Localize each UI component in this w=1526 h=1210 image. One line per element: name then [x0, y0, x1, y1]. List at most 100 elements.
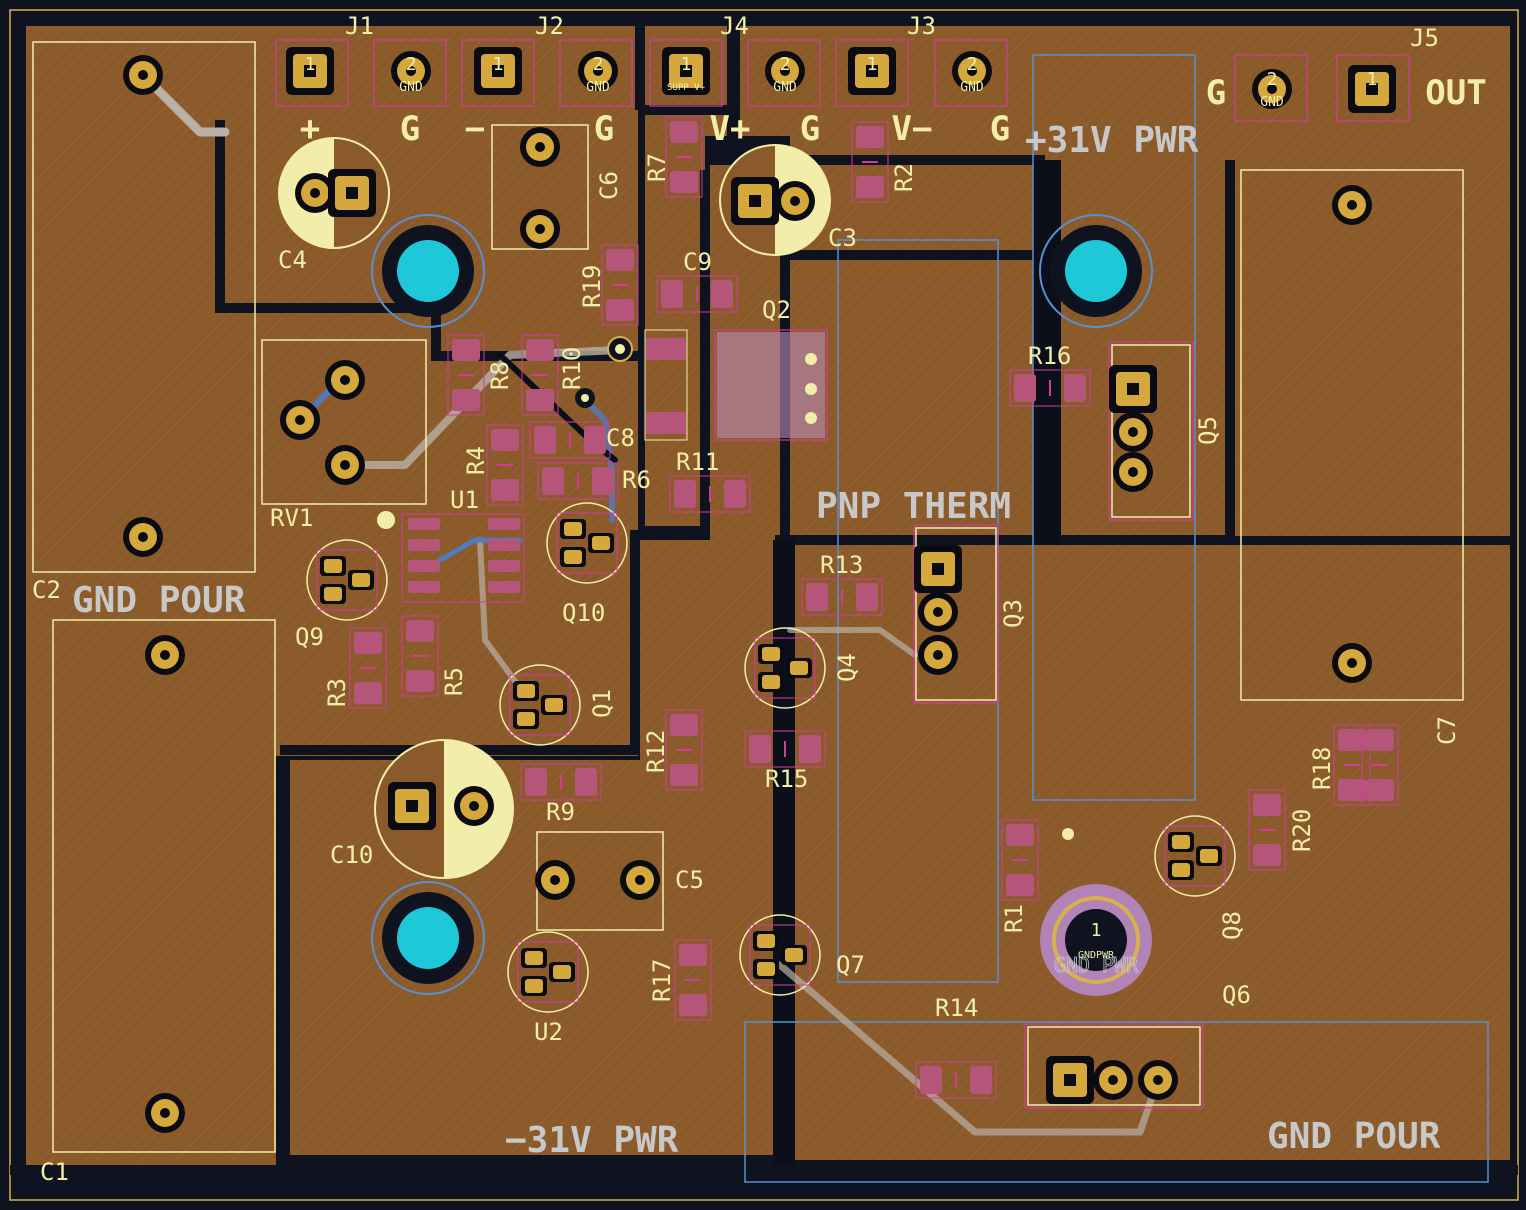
smd-pad: [749, 735, 771, 763]
smd-courtyard: [1361, 724, 1399, 806]
smd-pad: [534, 426, 556, 454]
to92-outline: [1154, 815, 1236, 897]
to92-pad: [1200, 849, 1218, 863]
j5-pin1-num: 1: [1367, 69, 1378, 90]
connector-courtyard: [1234, 54, 1308, 122]
ref-j3: J3: [907, 12, 936, 40]
gndpwr-pad-label: GNDPWR: [1078, 950, 1115, 961]
ref-c3: C3: [828, 224, 857, 252]
smd-courtyard: [529, 421, 611, 459]
ref-c2: C2: [32, 576, 61, 604]
gndpwr-testpoint: [1040, 884, 1152, 996]
smd-pad: [1253, 844, 1281, 866]
smd-courtyard: [665, 709, 703, 791]
drill-hole: [1127, 383, 1139, 395]
smd-pad: [354, 632, 382, 654]
to92-pad: [762, 647, 780, 661]
ref-q3: Q3: [999, 599, 1027, 628]
connector-courtyard: [649, 39, 723, 107]
drill-hole: [1366, 83, 1378, 95]
smd-pad: [542, 467, 564, 495]
to92-outline: [739, 914, 821, 996]
smd-courtyard: [447, 334, 485, 416]
ref-r3: R3: [323, 678, 351, 707]
q2-thermal-via: [805, 353, 817, 365]
drill-hole: [932, 563, 944, 575]
connector-courtyard: [373, 39, 447, 107]
ref-r2: R2: [890, 163, 918, 192]
to92-pad: [757, 962, 775, 976]
drill-hole: [550, 875, 560, 885]
drill-hole: [406, 66, 416, 76]
smd-pad: [1338, 779, 1366, 801]
ref-q2: Q2: [762, 296, 791, 324]
smd-courtyard: [1009, 369, 1091, 407]
j2-minus-label: −: [465, 109, 485, 149]
ref-r16: R16: [1028, 342, 1071, 370]
ref-r20: R20: [1288, 809, 1316, 852]
courtyard-outlines: [714, 329, 1204, 1109]
smd-pad: [1064, 374, 1086, 402]
drill-hole: [1128, 427, 1138, 437]
ref-c7: C7: [1433, 716, 1461, 745]
ref-r9: R9: [546, 798, 575, 826]
smd-courtyard: [665, 116, 703, 198]
to92-pad: [564, 550, 582, 564]
connector-courtyard: [747, 39, 821, 107]
drill-hole: [593, 66, 603, 76]
smd-pad: [525, 768, 547, 796]
connector-courtyard: [559, 39, 633, 107]
j1-gnd: GND: [399, 80, 423, 95]
drill-hole: [1064, 1074, 1076, 1086]
ref-j1: J1: [345, 12, 374, 40]
ref-c1: C1: [40, 1158, 69, 1186]
smd-courtyard: [521, 334, 559, 416]
to92-pad: [790, 661, 808, 675]
ref-r4: R4: [462, 446, 490, 475]
connector-labels: + G − G V+ G V− G G OUT: [300, 73, 1487, 149]
large-capacitor-outlines: [32, 41, 1464, 1153]
smd-courtyard: [601, 244, 639, 326]
smd-pad: [670, 714, 698, 736]
ref-c5: C5: [675, 866, 704, 894]
ref-c6: C6: [595, 171, 623, 200]
drill-hole: [160, 1108, 170, 1118]
connector-courtyard: [835, 39, 909, 107]
u1-pin: [488, 560, 520, 572]
j1-pin2-num: 2: [406, 54, 417, 75]
smd-courtyard: [349, 627, 387, 709]
smd-courtyard: [656, 275, 738, 313]
ref-r12: R12: [642, 730, 670, 773]
drill-hole: [160, 650, 170, 660]
j1-pin1-num: 1: [305, 54, 316, 75]
j2-pin2-num: 2: [593, 54, 604, 75]
u1-pin: [488, 539, 520, 551]
smd-courtyard: [1001, 819, 1039, 901]
smd-pad: [661, 280, 683, 308]
to92-pad: [324, 587, 342, 601]
to92-outline: [499, 664, 581, 746]
smd-courtyard: [744, 730, 826, 768]
ref-j2: J2: [535, 12, 564, 40]
u1-pin: [488, 581, 520, 593]
q2-pad: [646, 338, 686, 360]
to92-courtyard: [1164, 825, 1226, 887]
to92-pad: [757, 934, 775, 948]
drill-hole: [310, 188, 320, 198]
to92-pad: [324, 559, 342, 573]
to92-pad: [1172, 863, 1190, 877]
connector-courtyard: [461, 39, 535, 107]
smd-courtyard: [486, 424, 524, 506]
to92-pad: [553, 965, 571, 979]
smd-pad: [1366, 729, 1394, 751]
j3-pin2-num: 2: [967, 54, 978, 75]
gnd-pour-right-label: GND POUR: [1267, 1116, 1441, 1157]
pos-pwr-label: +31V PWR: [1025, 120, 1199, 161]
j4-gnd: GND: [773, 80, 797, 95]
drill-hole: [304, 65, 316, 77]
smd-courtyard: [1333, 724, 1371, 806]
neg-pwr-label: −31V PWR: [505, 1120, 679, 1161]
j2-g-label: G: [594, 109, 614, 149]
small-vias: [377, 336, 1074, 840]
